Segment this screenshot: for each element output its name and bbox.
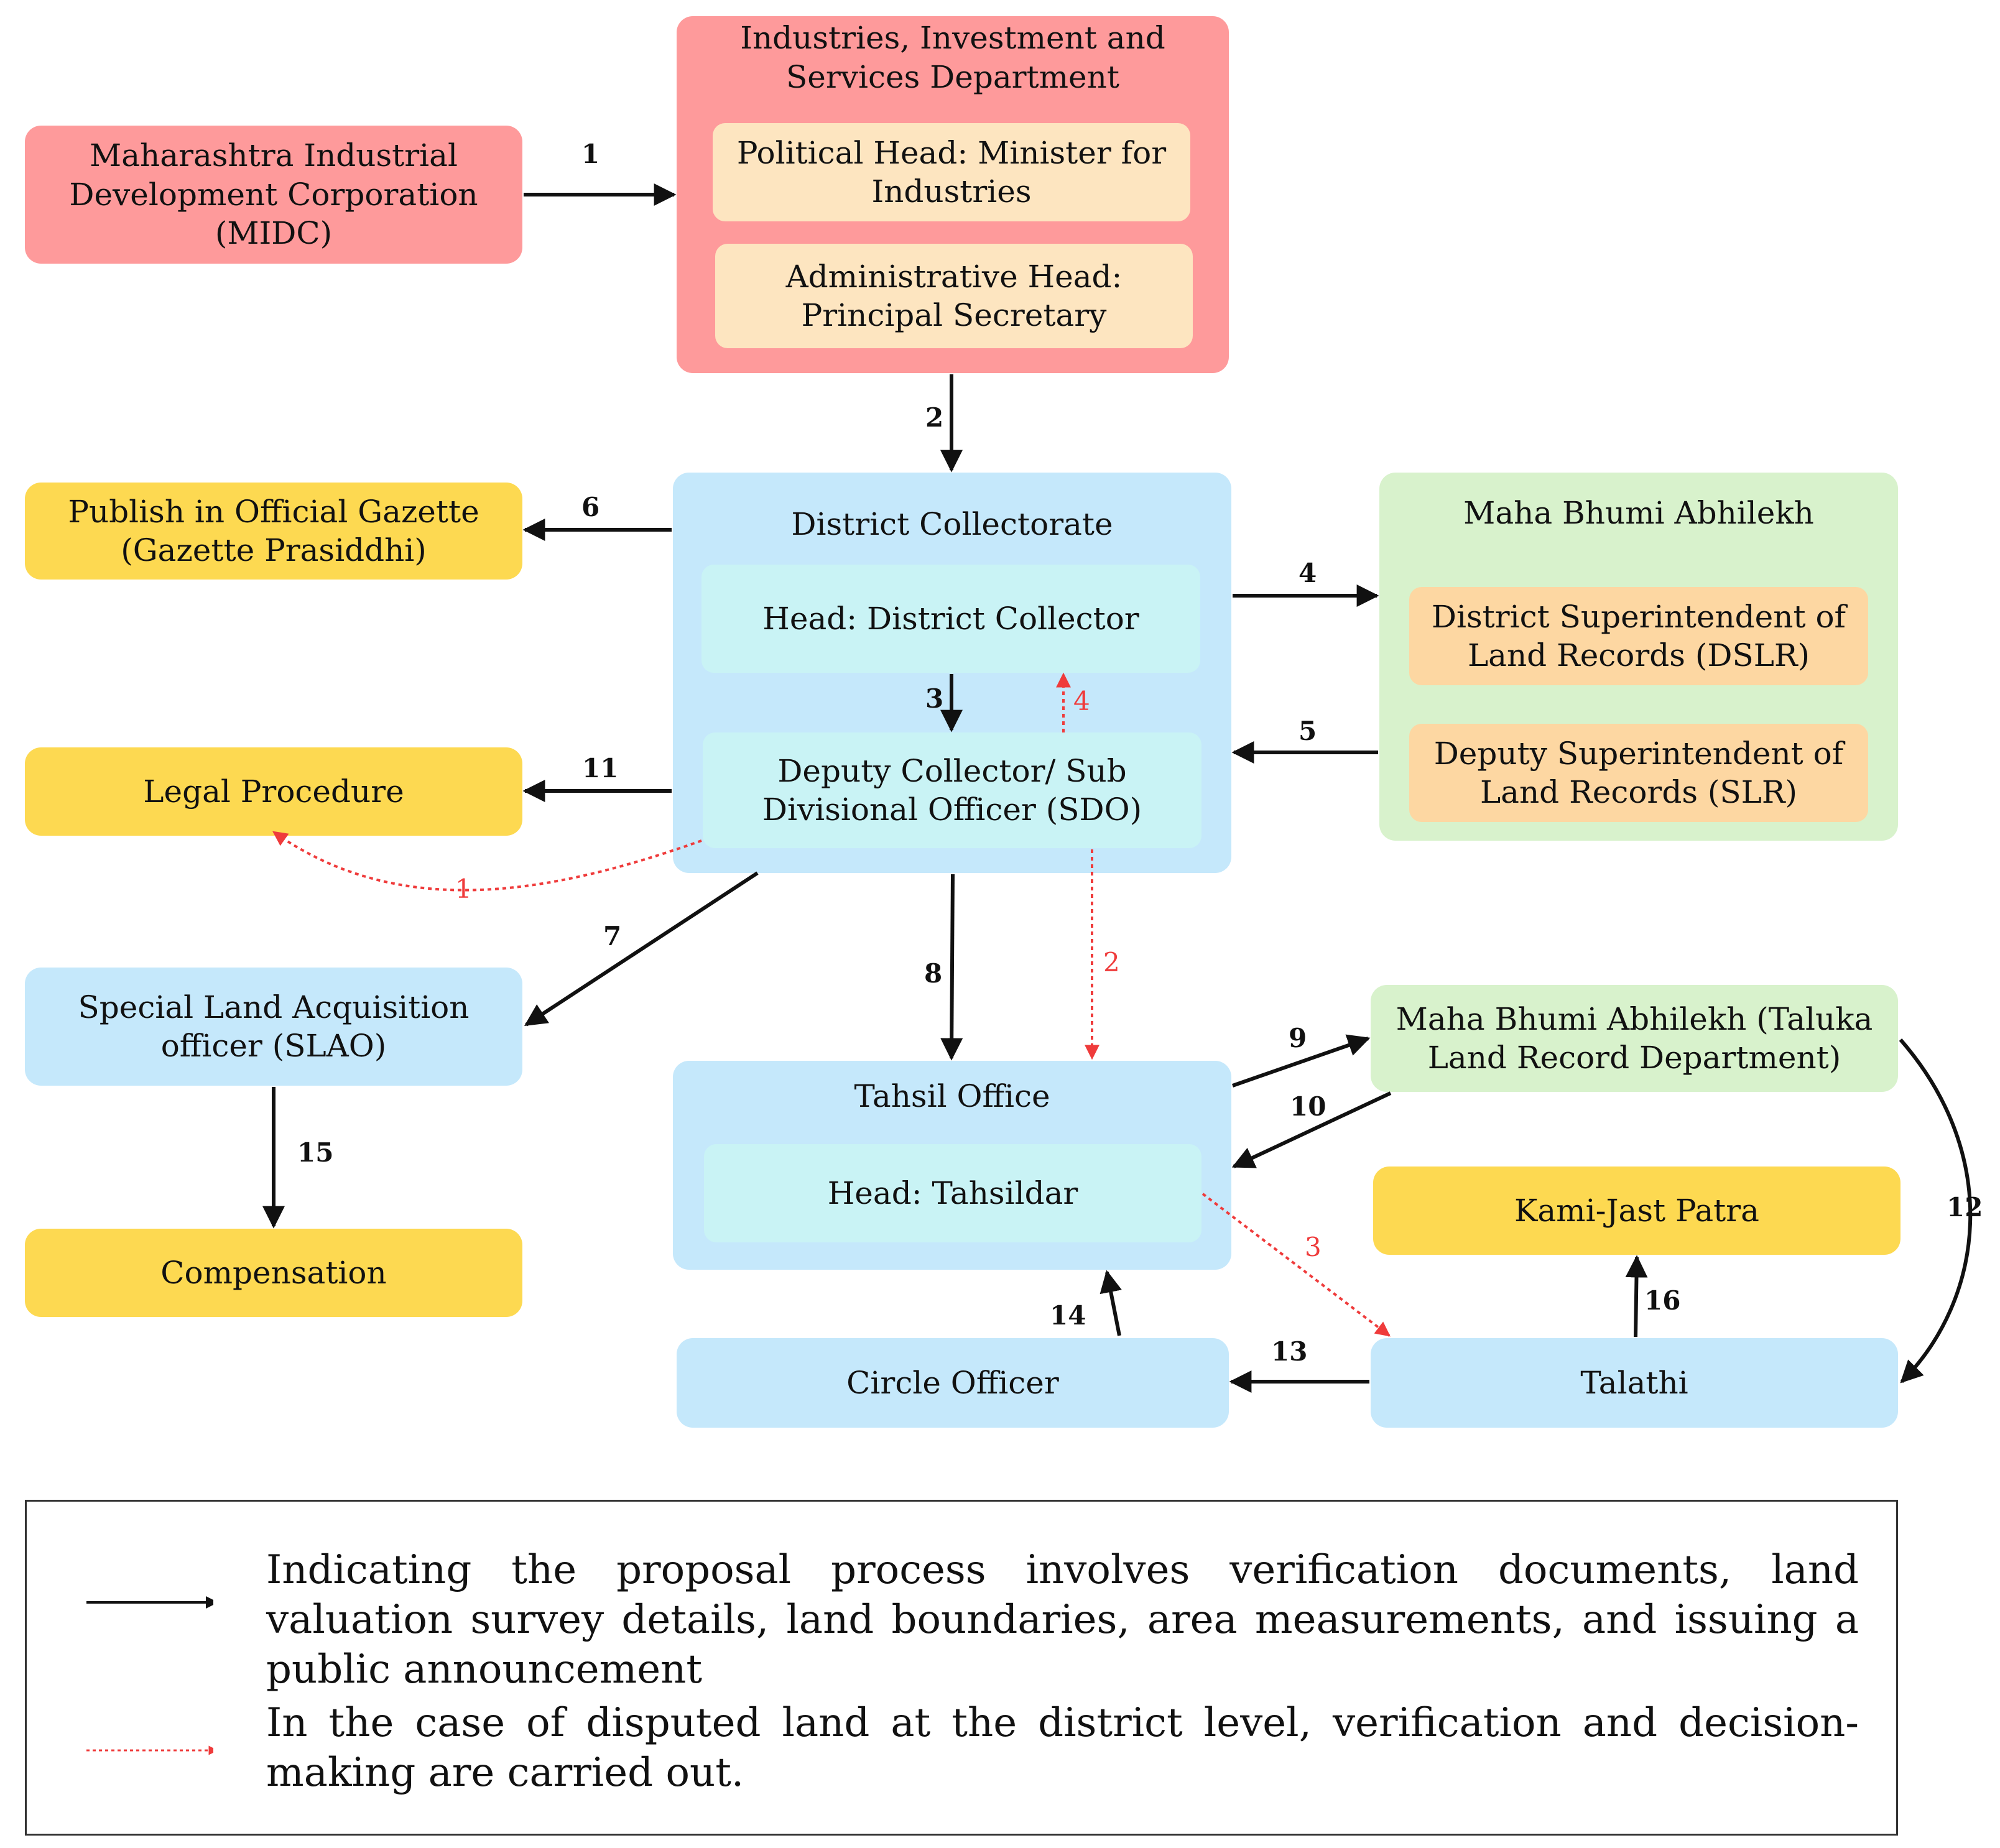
arrow-7 (524, 871, 759, 1027)
kami-jast-patra-label: Kami-Jast Patra (1514, 1192, 1759, 1229)
arrow-label-8: 8 (924, 958, 942, 989)
slr-label: Deputy Superintendent of Land Records (S… (1433, 735, 1844, 811)
administrative-head-box: Administrative Head: Principal Secretary (715, 244, 1193, 348)
arrow-label-11: 11 (582, 753, 618, 783)
red-arrow-label-4: 4 (1073, 686, 1090, 716)
arrow-label-4: 4 (1299, 558, 1317, 588)
circle-officer-label: Circle Officer (846, 1364, 1059, 1401)
dslr-label: District Superintendent of Land Records … (1431, 598, 1846, 674)
red-arrow-label-2: 2 (1103, 947, 1120, 977)
dslr-box: District Superintendent of Land Records … (1409, 587, 1868, 685)
compensation-box: Compensation (25, 1229, 522, 1317)
arrow-10 (1231, 1091, 1392, 1168)
arrow-14 (1100, 1270, 1122, 1336)
arrow-9 (1232, 1034, 1371, 1088)
deputy-collector-label: Deputy Collector/ Sub Divisional Officer… (762, 752, 1142, 828)
legend-red-text: In the case of disputed land at the dist… (266, 1700, 1859, 1796)
tahsil-office-box: Tahsil Office Head: Tahsildar (673, 1061, 1231, 1270)
tahsildar-box: Head: Tahsildar (704, 1144, 1201, 1242)
red-arrow-1 (272, 831, 702, 892)
legal-procedure-box: Legal Procedure (25, 747, 522, 836)
arrow-label-7: 7 (603, 921, 621, 951)
red-arrow-label-3: 3 (1305, 1232, 1322, 1262)
arrow-label-2: 2 (925, 402, 943, 433)
political-head-box: Political Head: Minister for Industries (713, 123, 1190, 221)
arrow-label-3: 3 (925, 683, 943, 714)
legend-box: Indicating the proposal process involves… (25, 1500, 1898, 1836)
district-collector-box: Head: District Collector (701, 565, 1200, 673)
arrow-12 (1899, 1038, 1973, 1384)
tahsildar-label: Head: Tahsildar (827, 1175, 1078, 1211)
arrow-8 (940, 874, 963, 1061)
red-arrow-label-1: 1 (455, 874, 472, 904)
arrow-label-1: 1 (581, 139, 600, 169)
talathi-label: Talathi (1580, 1364, 1688, 1401)
slao-box: Special Land Acquisition officer (SLAO) (25, 968, 522, 1086)
taluka-land-record-label: Maha Bhumi Abhilekh (Taluka Land Record … (1396, 1000, 1873, 1076)
arrow-label-16: 16 (1644, 1285, 1680, 1316)
red-arrow-3 (1201, 1193, 1391, 1337)
industries-department-box: Industries, Investment and Services Depa… (677, 16, 1229, 373)
arrow-16 (1625, 1255, 1648, 1337)
arrow-label-15: 15 (297, 1137, 333, 1168)
arrow-label-14: 14 (1050, 1300, 1086, 1331)
slao-label: Special Land Acquisition officer (SLAO) (78, 989, 470, 1065)
arrow-label-9: 9 (1289, 1023, 1307, 1053)
arrow-label-6: 6 (581, 492, 600, 522)
slr-box: Deputy Superintendent of Land Records (S… (1409, 724, 1868, 822)
district-collectorate-title: District Collectorate (791, 506, 1113, 542)
gazette-label: Publish in Official Gazette (Gazette Pra… (68, 493, 479, 569)
maha-bhumi-district-box: Maha Bhumi Abhilekh District Superintend… (1379, 473, 1898, 841)
arrow-label-13: 13 (1271, 1336, 1307, 1367)
arrow-label-12: 12 (1947, 1192, 1983, 1222)
kami-jast-patra-box: Kami-Jast Patra (1373, 1167, 1900, 1255)
gazette-box: Publish in Official Gazette (Gazette Pra… (25, 483, 522, 580)
legal-procedure-label: Legal Procedure (143, 773, 404, 810)
legend-swatches (86, 1596, 213, 1755)
tahsil-office-title: Tahsil Office (854, 1078, 1050, 1114)
circle-officer-box: Circle Officer (677, 1338, 1229, 1428)
maha-bhumi-district-title: Maha Bhumi Abhilekh (1463, 495, 1814, 531)
district-collector-label: Head: District Collector (762, 600, 1139, 637)
talathi-box: Talathi (1371, 1338, 1898, 1428)
arrow-label-10: 10 (1290, 1091, 1326, 1122)
midc-box: Maharashtra Industrial Development Corpo… (25, 126, 522, 264)
midc-label: Maharashtra Industrial Development Corpo… (69, 137, 478, 252)
industries-department-title: Industries, Investment and Services Depa… (740, 20, 1165, 95)
compensation-label: Compensation (160, 1254, 387, 1291)
legend-black-text: Indicating the proposal process involves… (266, 1547, 1859, 1693)
taluka-land-record-box: Maha Bhumi Abhilekh (Taluka Land Record … (1371, 985, 1898, 1092)
deputy-collector-box: Deputy Collector/ Sub Divisional Officer… (703, 732, 1201, 848)
political-head-label: Political Head: Minister for Industries (736, 134, 1167, 210)
administrative-head-label: Administrative Head: Principal Secretary (785, 258, 1123, 334)
arrow-label-5: 5 (1299, 716, 1317, 746)
district-collectorate-box: District Collectorate Head: District Col… (673, 473, 1231, 873)
